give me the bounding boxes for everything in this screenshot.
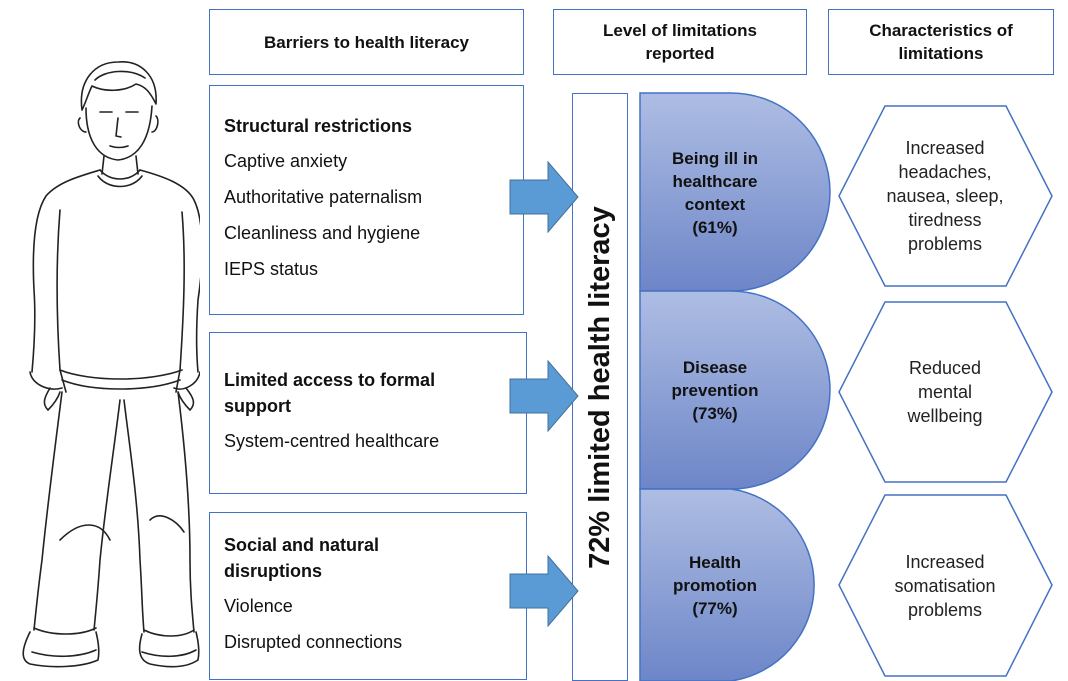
arrow-icon — [509, 554, 579, 628]
arrow-icon — [509, 359, 579, 433]
header-barriers: Barriers to health literacy — [209, 9, 524, 75]
hexagon-2 — [838, 301, 1053, 483]
barrier-item: System-centred healthcare — [224, 431, 440, 451]
characteristic-label-2: Reduced mental wellbeing — [880, 302, 1010, 482]
level-name: Disease prevention — [671, 357, 759, 400]
barrier-box-structural: Structural restrictions Captive anxiety … — [209, 85, 524, 315]
barrier-item: Authoritative paternalism — [224, 187, 423, 207]
level-pct: (61%) — [692, 217, 738, 237]
level-label-3: Health promotion (77%) — [640, 530, 790, 640]
overall-literacy-bar: 72% limited health literacy — [572, 93, 628, 681]
characteristic-label-3: Increased somatisation problems — [870, 495, 1020, 676]
level-pct: (77%) — [692, 598, 738, 618]
level-pct: (73%) — [692, 403, 738, 423]
barrier-item: Violence — [224, 596, 293, 616]
hexagon-1 — [838, 105, 1053, 287]
barrier-box-social: Social and natural disruptions Violence … — [209, 512, 527, 680]
person-illustration-icon — [22, 61, 200, 668]
level-label-2: Disease prevention (73%) — [640, 335, 790, 445]
characteristic-text: Increased somatisation problems — [894, 551, 996, 620]
level-name: Health promotion — [672, 552, 758, 595]
barrier-item: Captive anxiety — [224, 151, 348, 171]
barrier-box-access: Limited access to formal support System-… — [209, 332, 527, 494]
level-shape-2 — [639, 290, 831, 490]
level-shape-1 — [639, 92, 831, 292]
characteristic-text: Reduced mental wellbeing — [907, 358, 983, 426]
header-characteristics: Characteristics of limitations — [828, 9, 1054, 75]
barrier-item: IEPS status — [224, 259, 319, 279]
header-levels-label: Level of limitations reported — [603, 21, 757, 63]
level-label-1: Being ill in healthcare context (61%) — [640, 130, 790, 255]
header-barriers-label: Barriers to health literacy — [263, 32, 470, 52]
barrier-title: Structural restrictions — [224, 116, 413, 136]
hexagon-3 — [838, 494, 1053, 677]
barrier-item: Disrupted connections — [224, 632, 403, 652]
barrier-item: Cleanliness and hygiene — [224, 223, 421, 243]
characteristic-label-1: Increased headaches, nausea, sleep, tire… — [880, 106, 1010, 286]
header-levels: Level of limitations reported — [553, 9, 807, 75]
level-shape-3 — [639, 488, 815, 681]
barrier-title: Limited access to formal support — [224, 370, 436, 416]
characteristic-text: Increased headaches, nausea, sleep, tire… — [886, 138, 1004, 254]
header-characteristics-label: Characteristics of limitations — [869, 21, 1013, 63]
arrow-icon — [509, 160, 579, 234]
barrier-title: Social and natural disruptions — [224, 535, 380, 581]
level-name: Being ill in healthcare context — [672, 148, 758, 214]
